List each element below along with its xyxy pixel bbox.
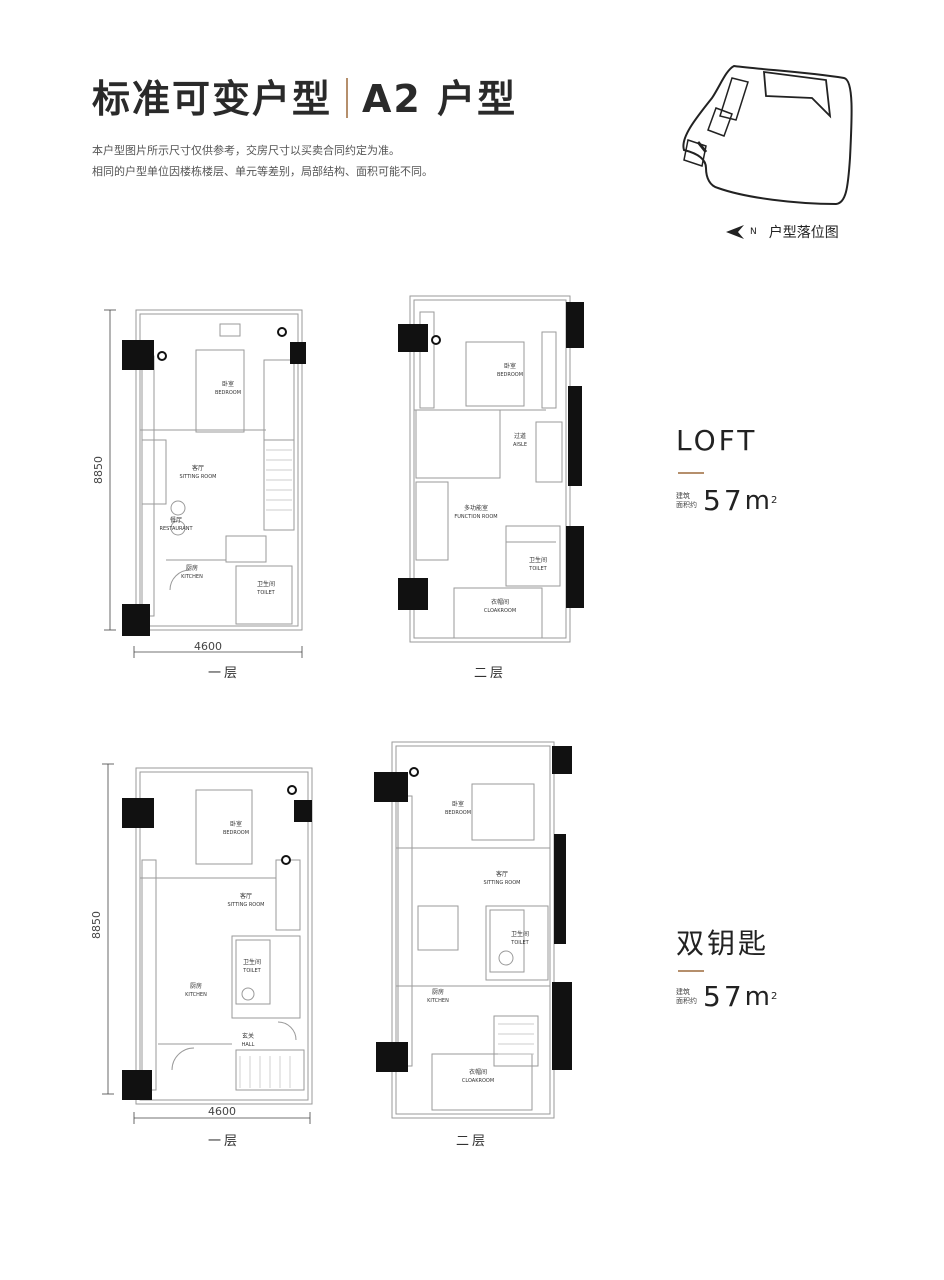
title-divider <box>346 78 349 118</box>
loft-f1-dim-height: 8850 <box>92 456 105 484</box>
dualkey-f2-toilet-en: TOILET <box>510 940 529 946</box>
dualkey-f2-bedroom-en: BEDROOM <box>445 810 471 816</box>
dualkey-f1-toilet-cn: 卫生间 <box>243 958 261 966</box>
dualkey-floor2-plan: 卧室 BEDROOM 客厅 SITTING ROOM 卫生间 TOILET 厨房… <box>374 741 572 1119</box>
dualkey-f1-kitchen-cn: 厨房 <box>190 982 202 990</box>
loft-floor1-plan: 4600 8850 卧室 BEDROOM 客厅 SITTING ROOM 餐厅 … <box>92 309 306 658</box>
loft-unit-name: LOFT <box>676 424 758 457</box>
dualkey-f1-toilet-en: TOILET <box>242 968 261 974</box>
disclaimer-line-1: 本户型图片所示尺寸仅供参考，交房尺寸以买卖合同约定为准。 <box>92 144 400 157</box>
key-plan-caption: N 户型落位图 <box>726 222 839 242</box>
dualkey-f1-bedroom-cn: 卧室 <box>230 820 242 828</box>
disclaimer-line-2: 相同的户型单位因楼栋楼层、单元等差别，局部结构、面积可能不同。 <box>92 165 433 178</box>
dualkey-area-unit: m <box>744 981 770 1012</box>
disclaimer: 本户型图片所示尺寸仅供参考，交房尺寸以买卖合同约定为准。 相同的户型单位因楼栋楼… <box>92 140 433 182</box>
dualkey-f2-cloak-cn: 衣帽间 <box>469 1068 487 1076</box>
dualkey-f2-bedroom-cn: 卧室 <box>452 800 464 808</box>
dualkey-f1-dim-width: 4600 <box>208 1105 236 1118</box>
dualkey-area-label-1: 建筑 <box>676 987 690 996</box>
dualkey-f1-sitting-en: SITTING ROOM <box>227 902 264 908</box>
page-title: 标准可变户型 A2 户型 <box>92 68 517 123</box>
loft-f2-aisle-cn: 过道 <box>514 432 526 440</box>
loft-f1-sitting-cn: 客厅 <box>192 464 204 472</box>
loft-f1-restaurant-en: RESTAURANT <box>159 526 193 532</box>
dualkey-f1-hall-en: HALL <box>242 1042 255 1048</box>
loft-area-label-2: 面积约 <box>676 500 697 509</box>
dualkey-f1-dim-height: 8850 <box>90 911 103 939</box>
title-unit: A2 户型 <box>362 77 518 121</box>
loft-f1-toilet-cn: 卫生间 <box>257 580 275 588</box>
dualkey-unit-name: 双钥匙 <box>676 927 770 960</box>
dualkey-area-label: 建筑 面积约 <box>676 988 697 1006</box>
loft-f2-function-cn: 多功能室 <box>464 504 488 512</box>
north-label: N <box>750 227 757 237</box>
loft-f1-bedroom-en: BEDROOM <box>215 390 241 396</box>
loft-area-unit: m <box>744 485 770 516</box>
loft-f1-kitchen-cn: 厨房 <box>186 564 198 572</box>
dualkey-f2-kitchen-cn: 厨房 <box>432 988 444 996</box>
loft-f1-sitting-en: SITTING ROOM <box>179 474 216 480</box>
loft-f2-aisle-en: AISLE <box>513 442 527 448</box>
loft-f2-function-en: FUNCTION ROOM <box>454 514 497 520</box>
loft-f2-bedroom-en: BEDROOM <box>497 372 523 378</box>
loft-f2-toilet-en: TOILET <box>528 566 547 572</box>
title-main: 标准可变户型 <box>92 77 333 121</box>
loft-f2-cloak-en: CLOAKROOM <box>484 608 516 614</box>
loft-floor2-label: 二层 <box>474 666 507 681</box>
dualkey-f2-sitting-en: SITTING ROOM <box>483 880 520 886</box>
dualkey-accent-line <box>678 970 704 972</box>
loft-floor1-label: 一层 <box>208 666 241 681</box>
loft-accent-line <box>678 472 704 474</box>
loft-area-sup: 2 <box>770 495 778 506</box>
north-arrow-icon <box>726 225 744 239</box>
loft-area-label-1: 建筑 <box>676 491 690 500</box>
loft-f1-dim-width: 4600 <box>194 640 222 653</box>
dualkey-f2-cloak-en: CLOAKROOM <box>462 1078 494 1084</box>
dualkey-floor2-label: 二层 <box>456 1134 489 1149</box>
dualkey-floor1-label: 一层 <box>208 1134 241 1149</box>
dualkey-f2-toilet-cn: 卫生间 <box>511 930 529 938</box>
loft-f1-restaurant-cn: 餐厅 <box>170 516 182 524</box>
loft-f2-cloak-cn: 衣帽间 <box>491 598 509 606</box>
dualkey-f2-sitting-cn: 客厅 <box>496 870 508 878</box>
key-plan-map <box>682 64 853 206</box>
loft-area-label: 建筑 面积约 <box>676 492 697 510</box>
loft-f2-bedroom-cn: 卧室 <box>504 362 516 370</box>
dualkey-f1-hall-cn: 玄关 <box>242 1032 254 1040</box>
loft-f2-toilet-cn: 卫生间 <box>529 556 547 564</box>
loft-area-value: 57 <box>703 484 745 517</box>
loft-f1-bedroom-cn: 卧室 <box>222 380 234 388</box>
dualkey-f1-bedroom-en: BEDROOM <box>223 830 249 836</box>
loft-floor2-plan: 卧室 BEDROOM 过道 AISLE 多功能室 FUNCTION ROOM 卫… <box>398 295 584 643</box>
loft-f1-toilet-en: TOILET <box>256 590 275 596</box>
dualkey-area-value: 57 <box>703 980 745 1013</box>
dualkey-f1-kitchen-en: KITCHEN <box>185 992 207 998</box>
dualkey-f1-sitting-cn: 客厅 <box>240 892 252 900</box>
dualkey-area-sup: 2 <box>770 991 778 1002</box>
dualkey-f2-kitchen-en: KITCHEN <box>427 998 449 1004</box>
dualkey-floor1-plan: 4600 8850 卧室 BEDROOM 客厅 SITTING ROOM 卫生间… <box>90 763 313 1124</box>
dualkey-area-label-2: 面积约 <box>676 996 697 1005</box>
key-plan-title: 户型落位图 <box>768 225 839 241</box>
loft-f1-kitchen-en: KITCHEN <box>181 574 203 580</box>
